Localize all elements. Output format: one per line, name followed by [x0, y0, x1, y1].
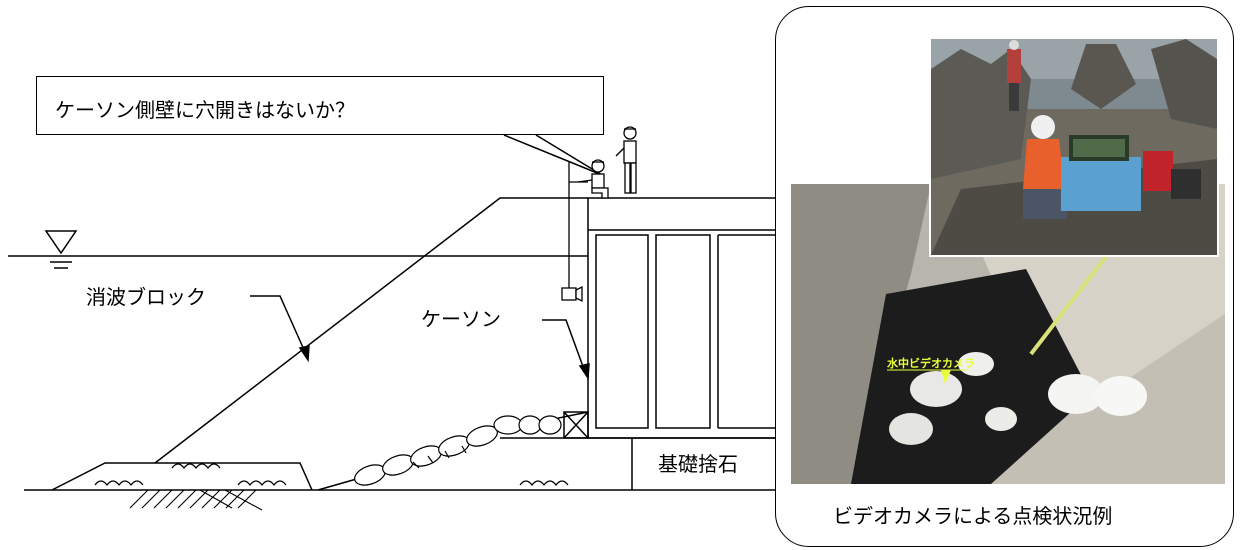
caisson-outline	[587, 197, 777, 439]
callout-text: ケーソン側壁に穴開きはないか？	[55, 98, 355, 122]
caisson-leader	[542, 319, 586, 373]
caisson-label: ケーソン	[421, 307, 501, 331]
panel-caption: ビデオカメラによる点検状況例	[833, 504, 1113, 528]
wave-block-leader	[250, 295, 306, 353]
caisson-cell	[595, 234, 649, 429]
wave-block-mound	[154, 197, 588, 464]
question-callout: ケーソン側壁に穴開きはないか？	[36, 76, 604, 135]
mound-base	[51, 462, 313, 491]
water-level-marker	[44, 230, 78, 255]
seabed-hatching	[129, 489, 263, 511]
inspector-figures	[561, 126, 637, 303]
site-inspection-photo	[929, 37, 1219, 257]
wave-block-label: 消波ブロック	[86, 285, 206, 309]
foundation-rubble-label: 基礎捨石	[658, 452, 738, 476]
rubble-scallops	[94, 445, 569, 486]
underwater-camera-label: 水中ビデオカメラ	[887, 356, 975, 370]
armor-stones	[354, 415, 562, 486]
callout-pointer	[503, 134, 603, 176]
caisson-cell	[655, 234, 711, 429]
